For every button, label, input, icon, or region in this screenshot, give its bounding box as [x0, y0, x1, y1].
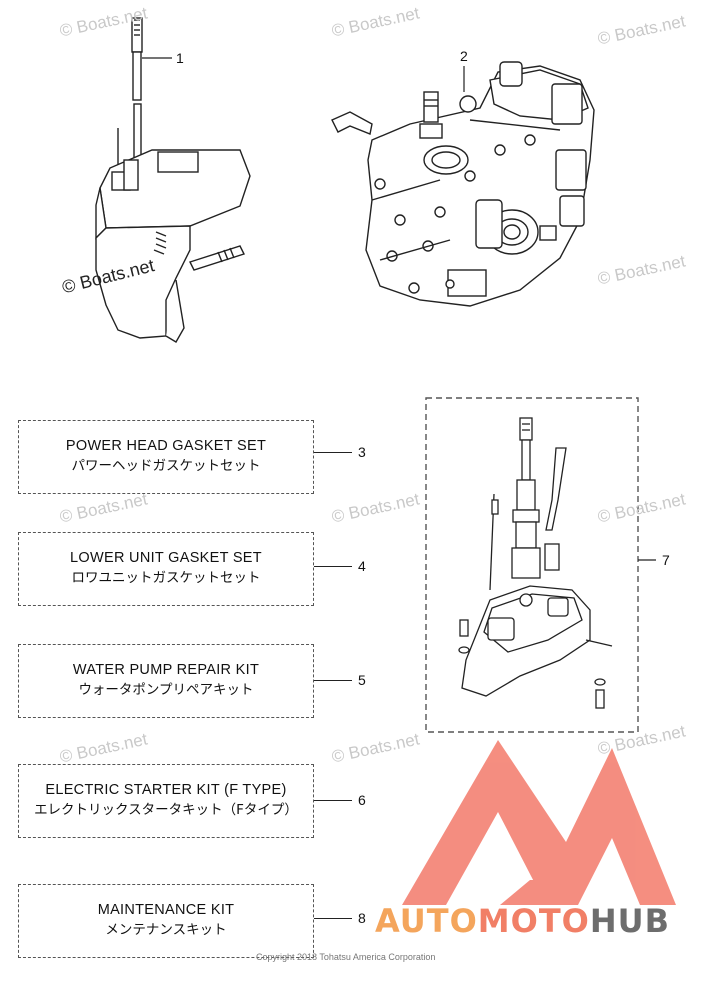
- kit-name-jp: メンテナンスキット: [105, 922, 227, 938]
- water-pump-drawing: [458, 417, 613, 709]
- kit-name-en: LOWER UNIT GASKET SET: [70, 550, 262, 566]
- kit-power-head-gasket-set[interactable]: POWER HEAD GASKET SET パワーヘッドガスケットセット: [18, 420, 314, 494]
- brand-wordmark: AUTOMOTOHUB: [375, 902, 670, 940]
- leader-5: [314, 680, 352, 681]
- brand-part-hub: HUB: [589, 902, 671, 940]
- kit-lower-unit-gasket-set[interactable]: LOWER UNIT GASKET SET ロワユニットガスケットセット: [18, 532, 314, 606]
- kit-name-jp: エレクトリックスタータキット（Fタイプ）: [34, 802, 298, 818]
- kit-electric-starter-kit[interactable]: ELECTRIC STARTER KIT (F TYPE) エレクトリックスター…: [18, 764, 314, 838]
- leader-4: [314, 566, 352, 567]
- kit-name-en: MAINTENANCE KIT: [97, 902, 235, 918]
- callout-2[interactable]: 2: [460, 48, 468, 64]
- callout-1[interactable]: 1: [176, 50, 184, 66]
- autohub-logo-mark: [402, 740, 676, 905]
- kit-name-jp: ウォータポンプリペアキット: [78, 682, 254, 698]
- copyright-notice: Copyright 2018 Tohatsu America Corporati…: [256, 952, 436, 962]
- water-pump-kit-box: [425, 397, 639, 733]
- brand-part-auto: AUTO: [375, 902, 478, 940]
- leader-3: [314, 452, 352, 453]
- callout-5[interactable]: 5: [358, 672, 366, 688]
- callout-3[interactable]: 3: [358, 444, 366, 460]
- callout-8[interactable]: 8: [358, 910, 366, 926]
- lower-unit-drawing: [95, 17, 251, 343]
- kit-name-en: ELECTRIC STARTER KIT (F TYPE): [45, 782, 287, 798]
- leader-6: [314, 800, 352, 801]
- callout-6[interactable]: 6: [358, 792, 366, 808]
- leader-8: [314, 918, 352, 919]
- kit-water-pump-repair-kit[interactable]: WATER PUMP REPAIR KIT ウォータポンプリペアキット: [18, 644, 314, 718]
- kit-name-en: WATER PUMP REPAIR KIT: [72, 662, 260, 678]
- kit-name-jp: ロワユニットガスケットセット: [71, 570, 261, 586]
- kit-maintenance-kit[interactable]: MAINTENANCE KIT メンテナンスキット: [18, 884, 314, 958]
- kit-name-en: POWER HEAD GASKET SET: [65, 438, 267, 454]
- callout-4[interactable]: 4: [358, 558, 366, 574]
- kit-name-jp: パワーヘッドガスケットセット: [71, 458, 261, 474]
- callout-7[interactable]: 7: [662, 552, 670, 568]
- power-head-drawing: [331, 61, 595, 307]
- brand-part-moto: MOTO: [477, 902, 590, 940]
